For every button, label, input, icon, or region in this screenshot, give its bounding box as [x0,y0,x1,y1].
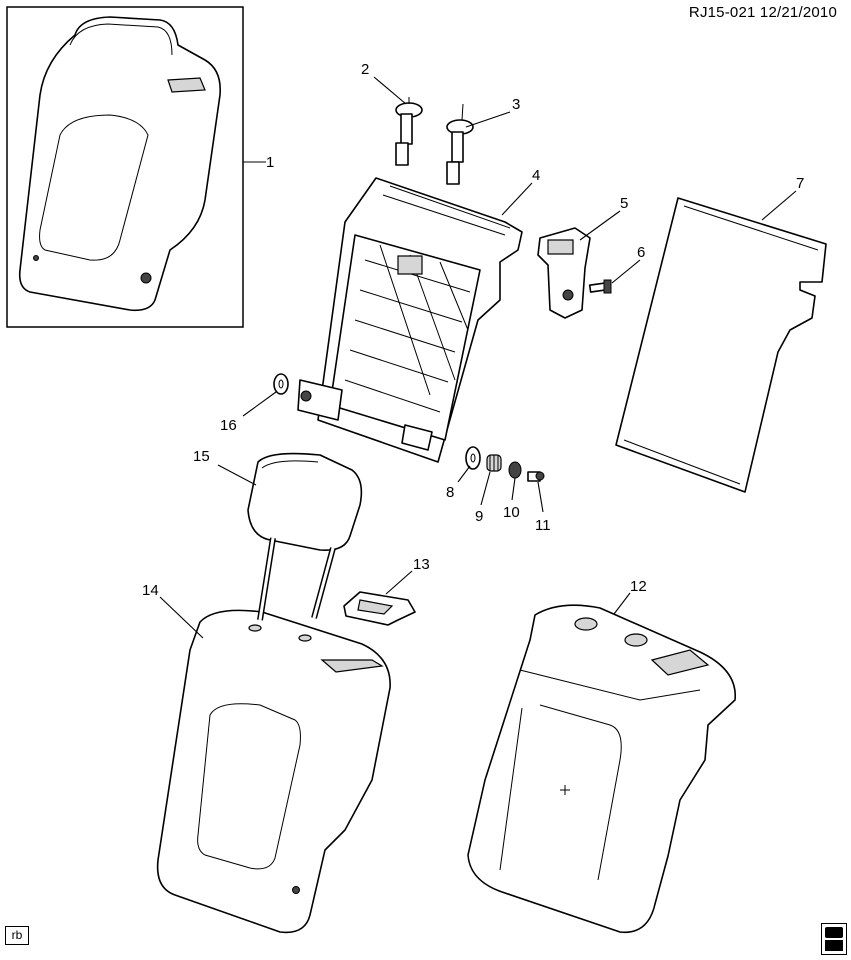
callout-15: 15 [193,448,210,465]
callout-labels: 1 2 3 4 5 6 7 8 9 10 11 12 13 14 15 16 [142,61,804,599]
callout-16: 16 [220,417,237,434]
inset-frame [6,6,244,328]
callout-6: 6 [637,244,645,261]
part-13-bezel [343,591,416,626]
part-7-back-panel [615,197,827,493]
callout-10: 10 [503,504,520,521]
part-2-headrest-guide [395,97,423,166]
part-14-seatback-cover [156,609,391,934]
part-16-washer [273,373,289,395]
part-8-washer [465,446,481,470]
callout-1: 1 [266,154,274,171]
rb-badge: rb [5,926,29,945]
callout-12: 12 [630,578,647,595]
part-6-bolt [588,279,612,294]
part-1-seatback-assembly [18,16,222,312]
part-9-spring [486,454,502,472]
part-12-seatback-pad [467,604,736,934]
callout-3: 3 [512,96,520,113]
part-11-bolt [527,471,545,482]
part-4-seatback-frame [297,177,523,463]
part-15-headrest [247,452,363,621]
callout-13: 13 [413,556,430,573]
callout-5: 5 [620,195,628,212]
callout-9: 9 [475,508,483,525]
diagram-code: RJ15-021 12/21/2010 [688,4,837,21]
part-3-headrest-guide [446,103,474,185]
gm-spo-logo-icon [821,923,847,955]
gm-spo-logo-graphic [825,927,843,951]
part-10-nut [508,461,522,479]
callout-2: 2 [361,61,369,78]
callout-14: 14 [142,582,159,599]
callout-7: 7 [796,175,804,192]
callout-8: 8 [446,484,454,501]
callout-4: 4 [532,167,540,184]
callout-11: 11 [535,517,551,534]
leader-lines [159,76,797,639]
part-5-latch [537,227,591,319]
